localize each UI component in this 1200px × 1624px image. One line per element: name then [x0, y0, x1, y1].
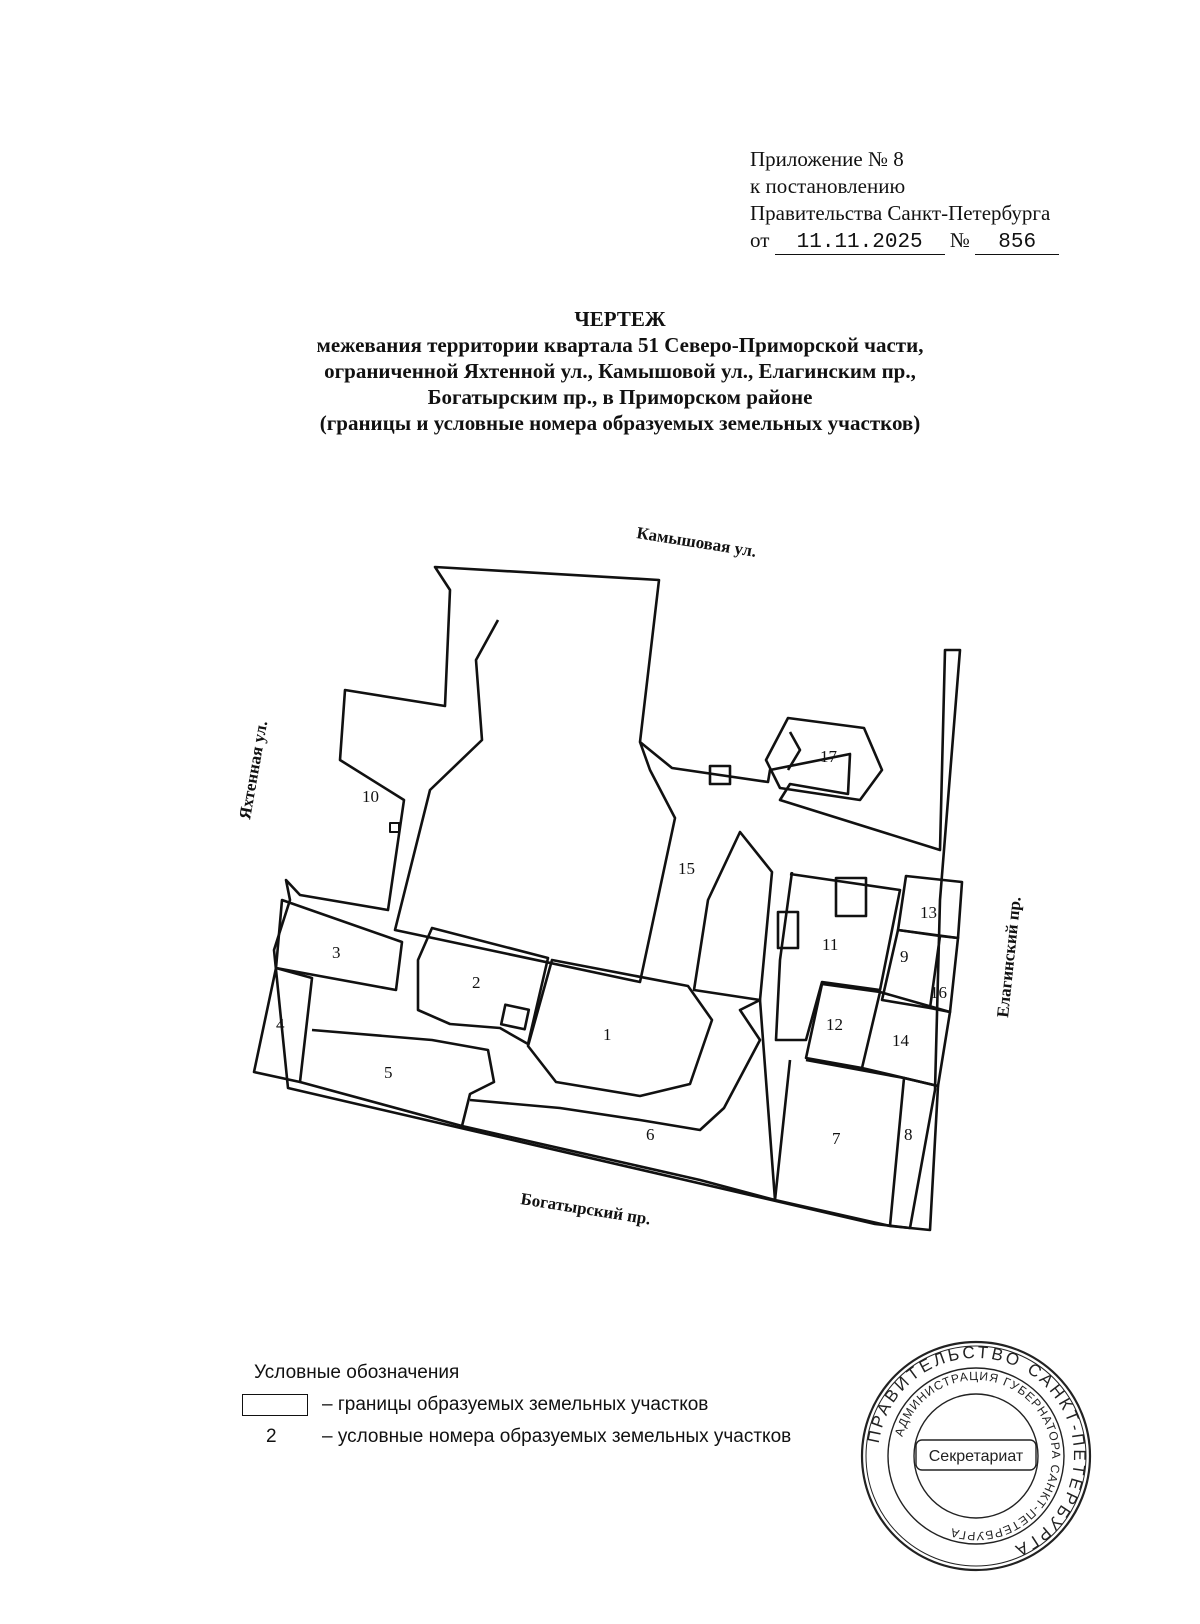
seal-center-text: Секретариат: [929, 1448, 1024, 1465]
parcel-label-10: 10: [362, 787, 379, 806]
street-kamyshovaya: Камышовая ул.: [635, 523, 757, 561]
title-line-2: ограниченной Яхтенной ул., Камышовой ул.…: [324, 359, 916, 383]
from-label: от: [750, 228, 770, 252]
parcel-label-16: 16: [930, 983, 947, 1002]
legend-heading: Условные обозначения: [254, 1362, 460, 1383]
parcel-11-building-a: [834, 876, 868, 918]
resolution-number: 856: [975, 232, 1060, 255]
parcel-label-13: 13: [920, 903, 937, 922]
appendix-date-line: от 11.11.2025 № 856: [750, 227, 1060, 255]
parcel-15-outline: [393, 619, 677, 984]
parcel-label-17: 17: [820, 747, 838, 766]
street-bogatyrsky: Богатырский пр.: [519, 1189, 652, 1228]
legend-number-sample: 2: [266, 1426, 277, 1447]
legend-boundary-text: – границы образуемых земельных участков: [322, 1394, 709, 1415]
document-title: ЧЕРТЕЖ межевания территории квартала 51 …: [0, 306, 1200, 436]
parcel-label-11: 11: [822, 935, 838, 954]
resolution-date: 11.11.2025: [774, 232, 945, 255]
appendix-resolution: к постановлению: [750, 174, 906, 198]
street-elaginsky: Елагинский пр.: [993, 896, 1025, 1019]
parcel-label-15: 15: [678, 859, 695, 878]
parcel-label-7: 7: [832, 1129, 841, 1148]
parcel-label-12: 12: [826, 1015, 843, 1034]
title-heading: ЧЕРТЕЖ: [574, 307, 666, 331]
parcel-label-1: 1: [603, 1025, 612, 1044]
title-line-4: (границы и условные номера образуемых зе…: [319, 411, 921, 435]
parcel-label-3: 3: [332, 943, 341, 962]
parcel-label-6: 6: [646, 1125, 655, 1144]
parcel-1-outline: [526, 958, 714, 1098]
parcel-label-4: 4: [276, 1015, 285, 1034]
parcel-2-outline: [416, 926, 550, 1046]
parcel-label-14: 14: [892, 1031, 910, 1050]
parcel-11-outline: [774, 871, 902, 1042]
number-label: №: [949, 228, 970, 252]
parcel-2-structure: [499, 1003, 531, 1031]
block-boundary: [272, 565, 962, 1230]
parcel-road-east: [692, 830, 774, 1002]
title-line-3: Богатырским пр., в Приморском районе: [427, 385, 813, 409]
appendix-government: Правительства Санкт-Петербурга: [750, 201, 1051, 225]
square-structure: [708, 764, 732, 786]
parcel-17-outline: [764, 716, 884, 802]
parcel-17-inner: [786, 731, 802, 771]
street-yakhtennaya: Яхтенная ул.: [235, 719, 271, 820]
official-seal: ПРАВИТЕЛЬСТВО САНКТ-ПЕТЕРБУРГА АДМИНИСТР…: [860, 1340, 1092, 1572]
parcel-6-outline: [461, 998, 777, 1202]
parcel-3-outline: [274, 898, 404, 992]
parcel-label-5: 5: [384, 1063, 393, 1082]
appendix-block: Приложение № 8 к постановлению Правитель…: [750, 146, 1060, 255]
appendix-number: Приложение № 8: [750, 147, 904, 171]
title-line-1: межевания территории квартала 51 Северо-…: [316, 333, 924, 357]
parcel-label-2: 2: [472, 973, 481, 992]
parcel-label-8: 8: [904, 1125, 913, 1144]
parcel-8-outline: [889, 1076, 940, 1232]
legend-boundary-swatch: [242, 1394, 308, 1416]
parcel-5-outline: [299, 1028, 496, 1128]
parcel-label-9: 9: [900, 947, 909, 966]
legend-number-text: – условные номера образуемых земельных у…: [322, 1426, 792, 1447]
parcel-11-building-b: [776, 910, 800, 950]
parcel-10-marker: [389, 822, 400, 833]
territory-plan: 1 2 3 4 5 6 7 8 9 10 11 12 13 14 15 16 1…: [235, 523, 1025, 1232]
